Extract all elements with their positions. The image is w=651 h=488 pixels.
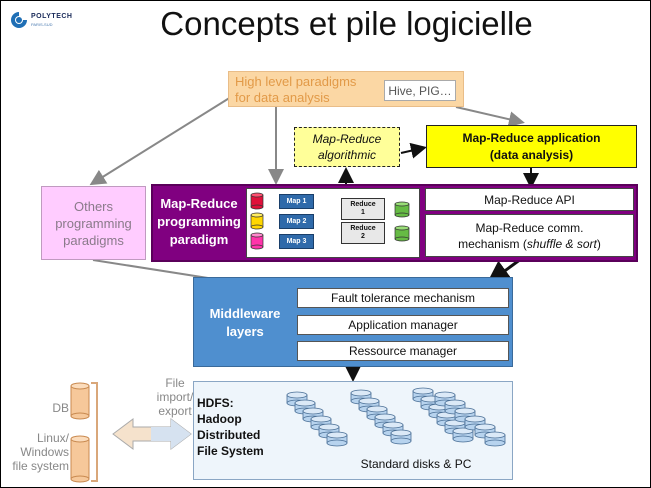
others-line2: programming (55, 215, 132, 231)
mra-line1: Map-Reduce (312, 132, 382, 146)
hdfs-line4: File System (197, 444, 264, 458)
arrow-hl-others (89, 96, 232, 186)
output-cylinder-2 (394, 225, 410, 242)
disk-stacks (286, 387, 506, 447)
mapreduce-application-box: Map-Reduce application (data analysis) (426, 125, 637, 168)
linux-line1: Linux/ (36, 431, 69, 445)
map-2-box: Map 2 (279, 214, 314, 229)
resource-manager-box: Ressource manager (297, 341, 509, 361)
fault-tolerance-box: Fault tolerance mechanism (297, 288, 509, 308)
hdfs-line1: HDFS: (197, 396, 234, 410)
mrp-line3: paradigm (169, 232, 229, 247)
mrapp-line1: Map-Reduce application (462, 130, 601, 145)
polytech-logo: POLYTECH PARIS-SUD (9, 10, 79, 32)
hdfs-line3: Distributed (197, 428, 261, 442)
standard-disks-caption: Standard disks & PC (360, 457, 472, 471)
mapreduce-api-box: Map-Reduce API (425, 188, 634, 211)
hive-pig-box: Hive, PIG… (384, 80, 456, 101)
comm-line2: mechanism (shuffle & sort) (458, 236, 601, 252)
others-line3: paradigms (63, 232, 124, 248)
mapreduce-flow-panel (246, 188, 420, 258)
logo-name: POLYTECH (31, 13, 73, 20)
linux-line3: file system (12, 459, 69, 473)
file-import-export-label: File import/ export (149, 376, 201, 420)
linux-line2: Windows (20, 445, 69, 459)
comm-line2-pre: mechanism ( (458, 236, 527, 251)
arrow-algo-app (400, 142, 427, 159)
output-cylinder-1 (394, 201, 410, 218)
others-line1: Others (73, 198, 113, 214)
logo-sub: PARIS-SUD (31, 22, 53, 27)
mapreduce-paradigm-label: Map-Reduce programming paradigm (152, 187, 246, 257)
middleware-label: Middleware layers (197, 301, 293, 345)
disk-stack-1 (286, 391, 348, 447)
file-io-line1: File (165, 376, 185, 390)
input-cylinder-3 (250, 232, 264, 250)
high-level-label: High level paradigms for data analysis (235, 74, 357, 105)
page-title: Concepts et pile logicielle (160, 5, 533, 42)
comm-line2-em: shuffle & sort (526, 236, 597, 251)
reduce-1-label: Reduce (350, 201, 376, 208)
file-io-line3: export (158, 404, 192, 418)
disk-stack-2 (350, 389, 412, 445)
reduce-2-label: Reduce (350, 225, 376, 232)
file-io-line2: import/ (156, 390, 194, 404)
application-manager-box: Application manager (297, 315, 509, 335)
reduce-1-num: 1 (361, 209, 365, 216)
arrow-hl-app (455, 106, 525, 128)
filesystem-cylinder-icon (70, 435, 90, 483)
mrp-line1: Map-Reduce (160, 196, 238, 211)
mw-line2: layers (226, 324, 264, 339)
db-cylinder-icon (70, 382, 90, 420)
hdfs-label: HDFS: Hadoop Distributed File System (197, 395, 289, 469)
storage-bracket (91, 382, 98, 482)
mapreduce-algorithmic-box: Map-Reduce algorithmic (294, 127, 400, 167)
db-label: DB (52, 401, 69, 415)
reduce-2-num: 2 (361, 233, 365, 240)
others-paradigms-box: Others programming paradigms (41, 186, 146, 260)
input-cylinder-2 (250, 212, 264, 230)
hdfs-line2: Hadoop (197, 412, 242, 426)
logo-icon (11, 12, 27, 28)
map-3-box: Map 3 (279, 234, 314, 249)
mrp-line2: programming (157, 214, 241, 229)
mra-line2: algorithmic (317, 148, 376, 162)
map-1-box: Map 1 (279, 194, 314, 209)
output-cylinders (394, 201, 410, 242)
file-transfer-arrow (112, 418, 192, 450)
comm-line2-post: ) (596, 236, 601, 251)
mw-line1: Middleware (209, 306, 281, 321)
linux-label: Linux/ Windows file system (1, 431, 69, 473)
mapreduce-comm-box: Map-Reduce comm. mechanism (shuffle & so… (425, 214, 634, 257)
mrapp-line2: (data analysis) (489, 147, 574, 162)
input-cylinder-1 (250, 192, 264, 210)
storage-cylinders (70, 382, 90, 483)
comm-line1: Map-Reduce comm. (475, 220, 584, 235)
input-cylinders (250, 192, 264, 250)
